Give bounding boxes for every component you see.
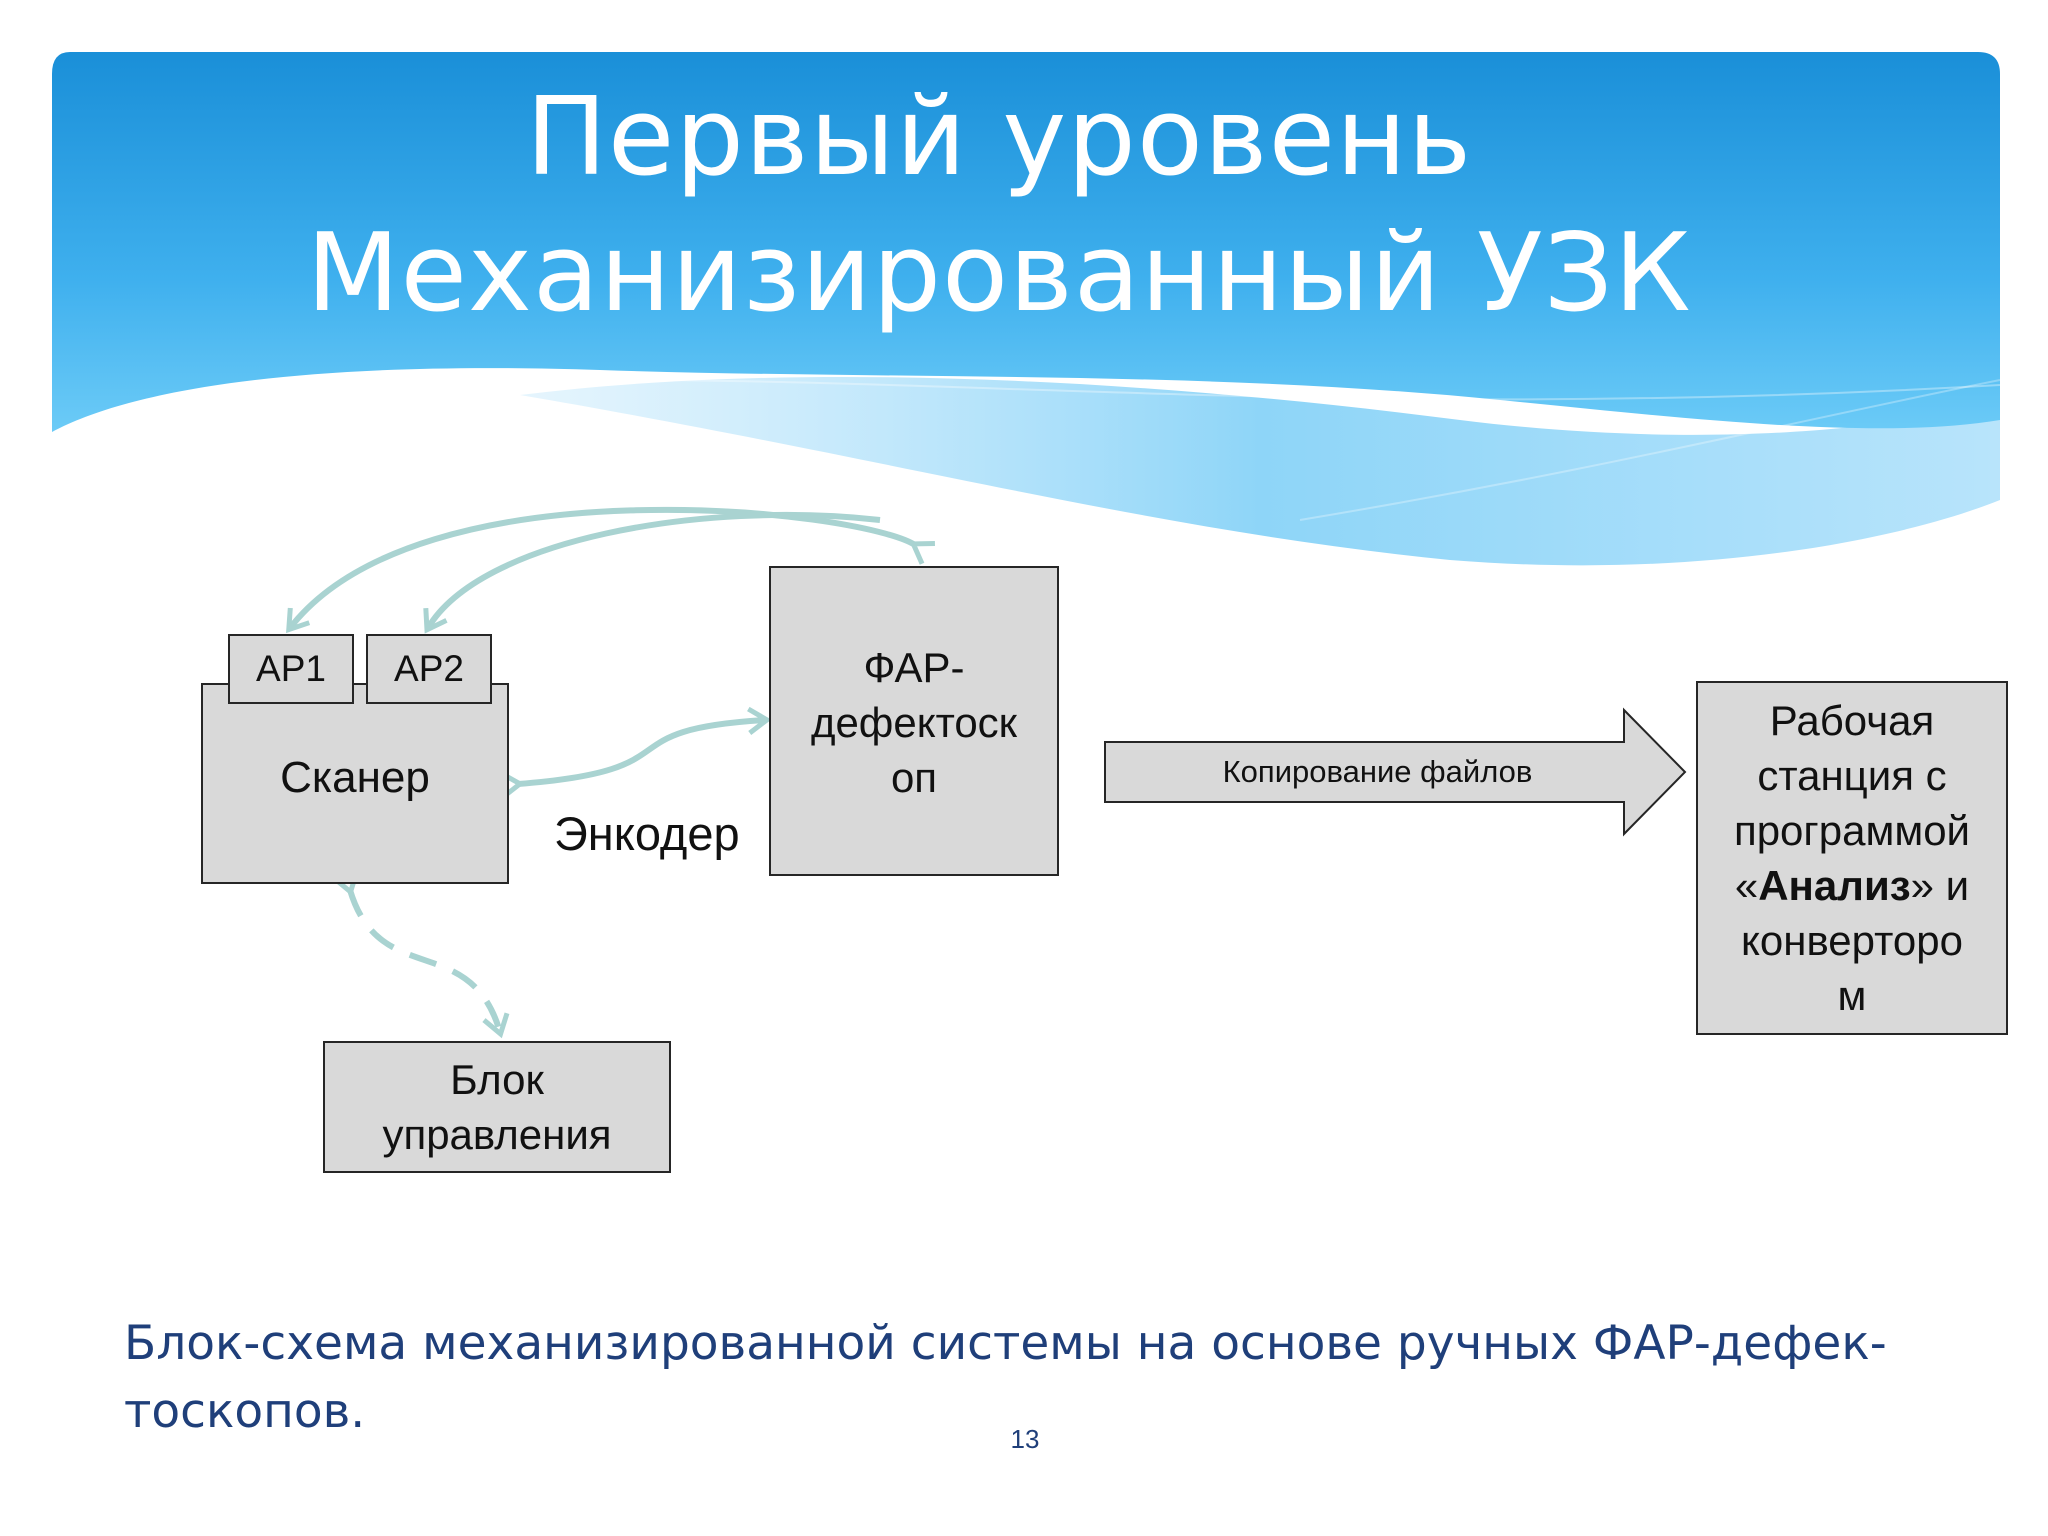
slide-caption: Блок-схема механизированной системы на о… (124, 1310, 1924, 1446)
control-unit-box: Блок управления (323, 1041, 671, 1173)
arrow-detector-to-ap2 (423, 511, 881, 634)
caption-line-1: Блок-схема механизированной системы на о… (124, 1316, 1887, 1371)
ap1-box: АР1 (228, 634, 354, 704)
workstation-line-1: Рабочая (1769, 697, 1935, 744)
scanner-box: Сканер (201, 683, 509, 884)
workstation-quote-close: » и (1910, 862, 1970, 909)
scanner-label: Сканер (280, 752, 430, 802)
flaw-detector-line-1: ФАР- (863, 644, 965, 691)
workstation-line-2: станция с (1757, 752, 1947, 799)
workstation-program-name: Анализ (1758, 862, 1911, 909)
control-link-arrow (332, 870, 510, 1039)
caption-line-2: тоскопов. (124, 1384, 366, 1439)
workstation-line-4: «Анализ» и (1734, 858, 1970, 913)
workstation-line-6: м (1837, 972, 1867, 1019)
copy-files-arrow (1104, 707, 1687, 837)
workstation-line-5: конверторо (1741, 917, 1963, 964)
flaw-detector-line-3: оп (890, 754, 938, 801)
ap2-label: АР2 (394, 648, 464, 689)
arrow-detector-to-ap1 (286, 506, 935, 634)
encoder-arrow (499, 706, 772, 800)
title-line-1: Первый уровень (525, 75, 1473, 200)
ap2-box: АР2 (366, 634, 492, 704)
slide-title: Первый уровень Механизированный УЗК (50, 70, 1948, 342)
workstation-box: Рабочая станция с программой «Анализ» и … (1696, 681, 2008, 1035)
flaw-detector-box: ФАР- дефектоск оп (769, 566, 1059, 876)
workstation-quote-open: « (1734, 862, 1759, 909)
encoder-label: Энкодер (554, 807, 740, 860)
workstation-line-3: программой (1733, 807, 1971, 854)
control-unit-line-2: управления (382, 1111, 612, 1158)
control-unit-line-1: Блок (450, 1056, 544, 1103)
page-number: 13 (1010, 1424, 1040, 1454)
title-line-2: Механизированный УЗК (306, 211, 1692, 336)
copy-files-label: Копирование файлов (1222, 754, 1533, 789)
ap1-label: АР1 (256, 648, 326, 689)
flaw-detector-line-2: дефектоск (810, 699, 1018, 746)
